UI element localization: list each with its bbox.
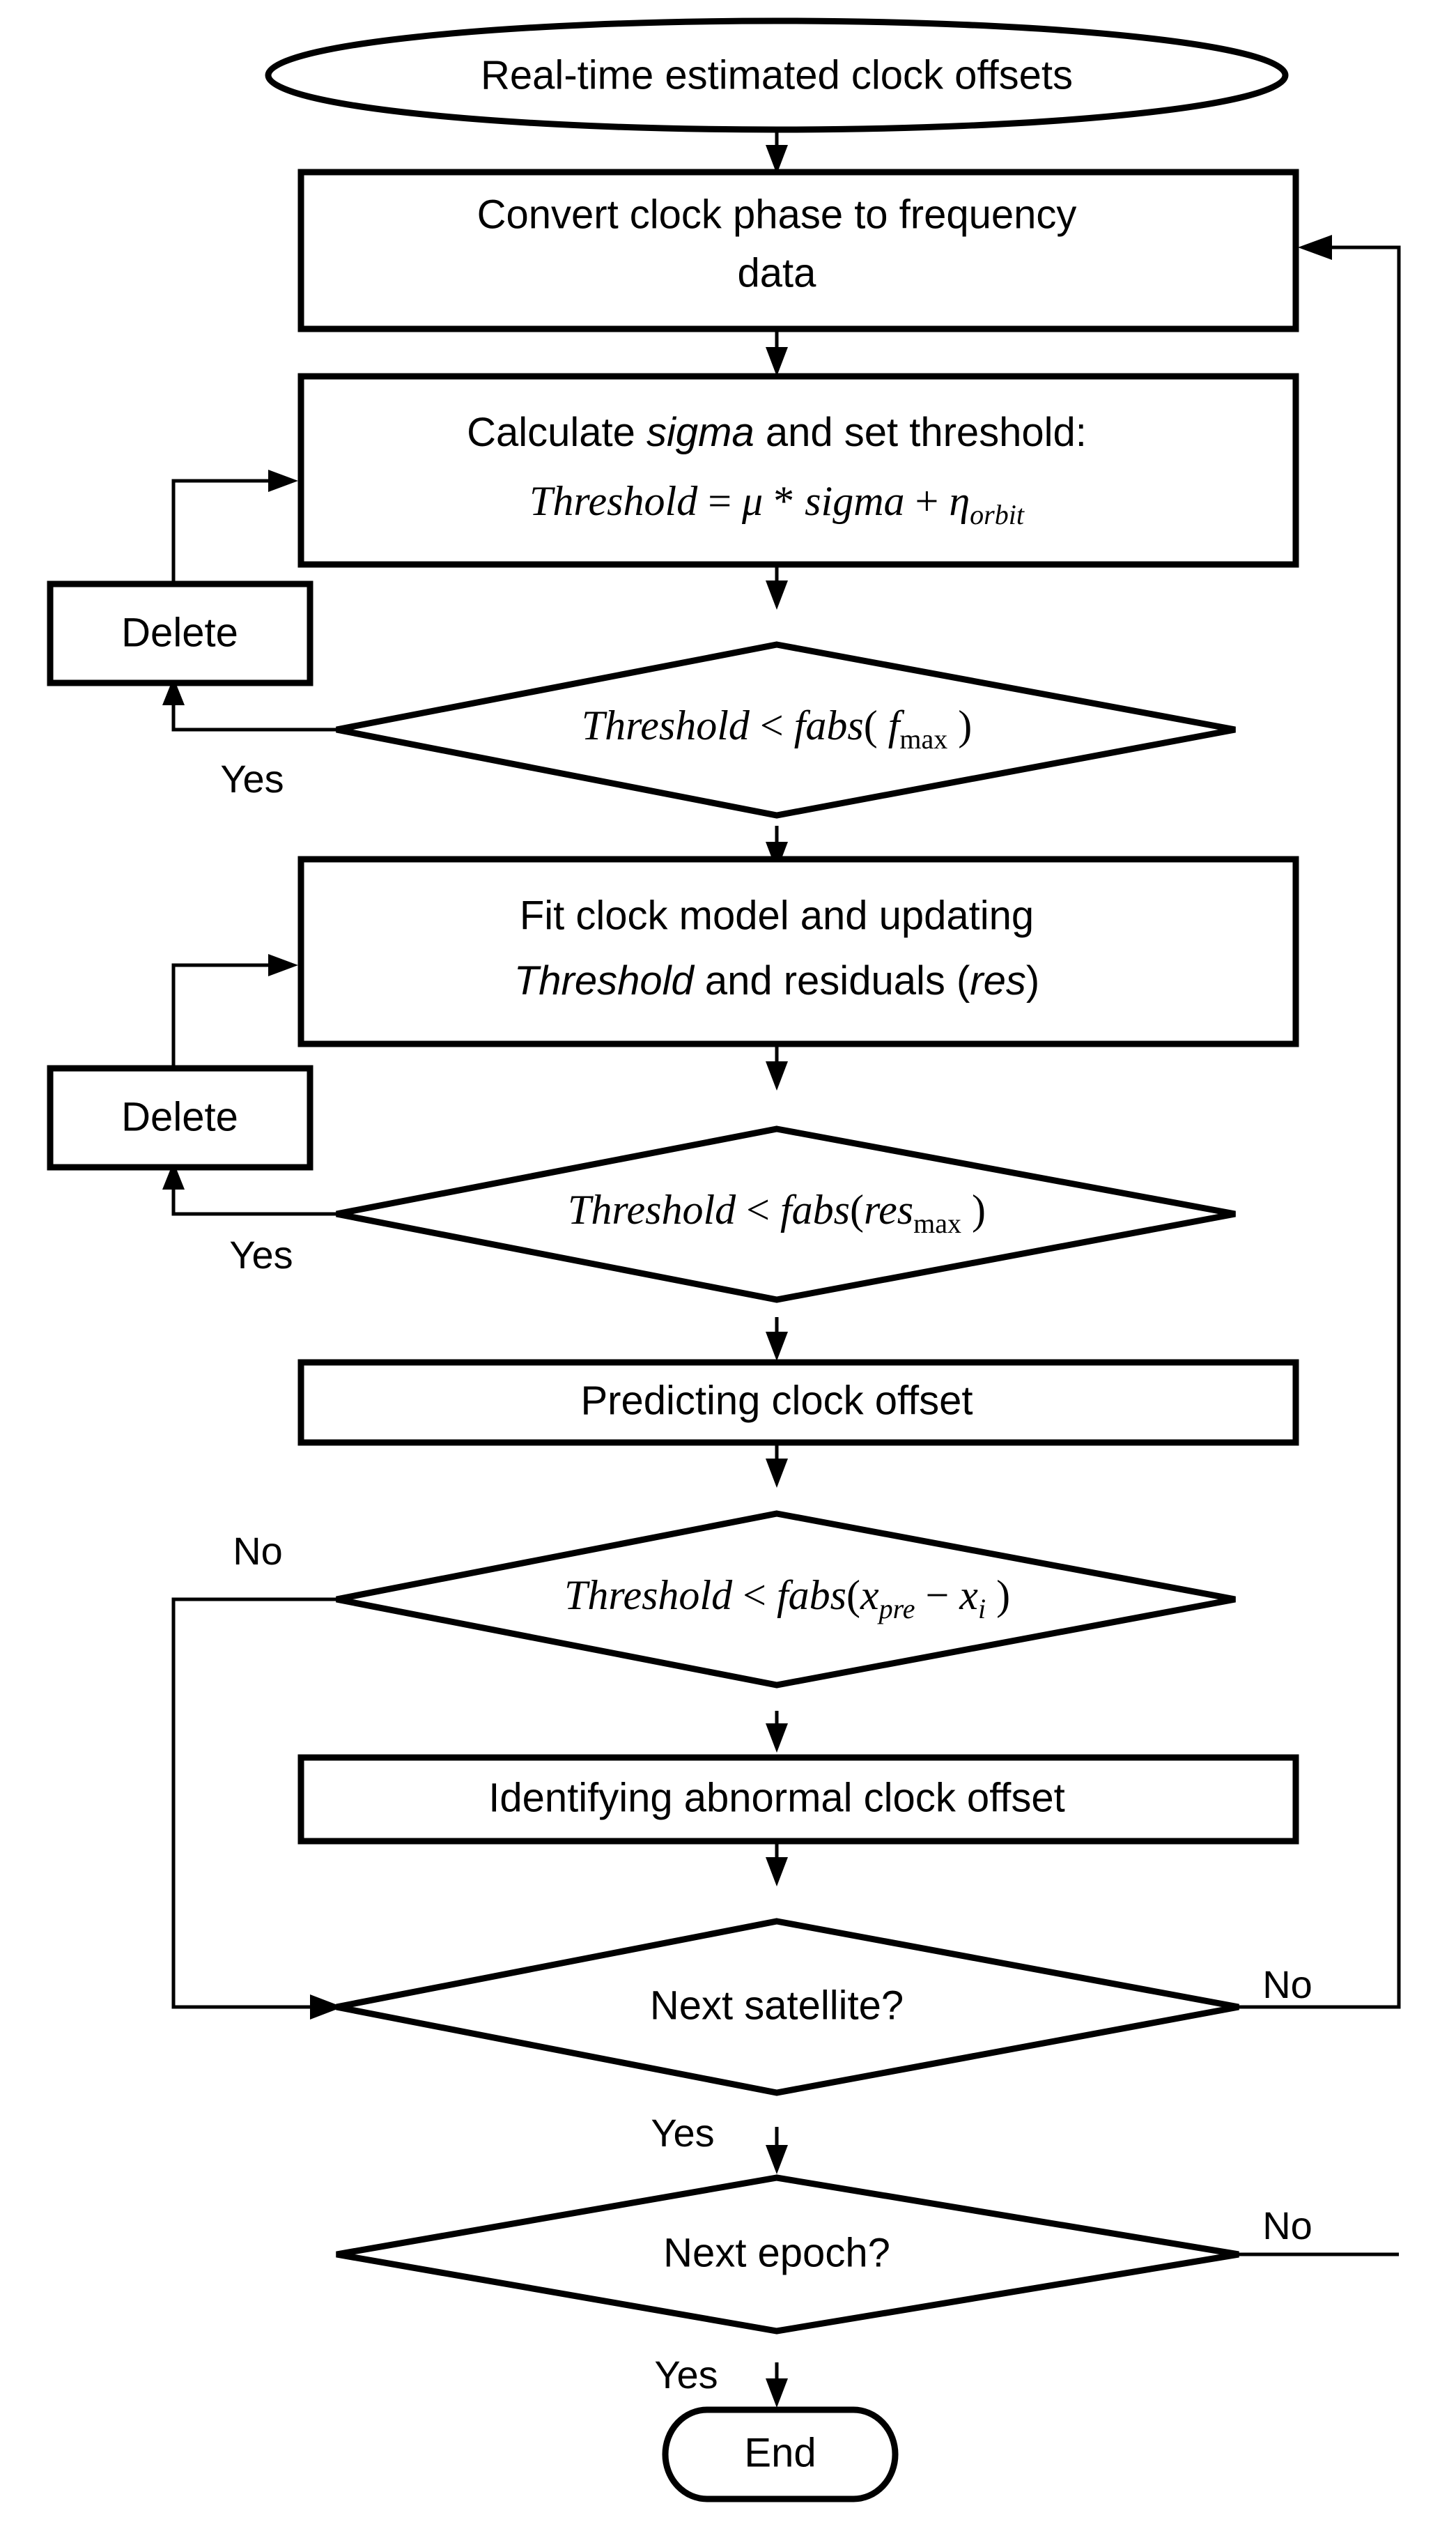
node-delete-1-label: Delete bbox=[121, 610, 238, 655]
edge-next-satellite-no-to-convert bbox=[1239, 235, 1401, 2009]
node-fit-line2-c: res bbox=[970, 958, 1026, 1003]
node-convert-clock-phase[interactable]: Convert clock phase to frequency data bbox=[297, 169, 1299, 332]
dec-xpre-op: < bbox=[732, 1572, 777, 1618]
node-start[interactable]: Real-time estimated clock offsets bbox=[265, 17, 1289, 133]
edge-decision-xpre-to-identify bbox=[766, 1711, 788, 1753]
dec-xpre-close: ) bbox=[986, 1572, 1010, 1618]
dec-xpre-sub2: i bbox=[978, 1593, 986, 1624]
edge-decision-xpre-no-to-next-satellite bbox=[171, 1597, 343, 2020]
branch-label-no-next-satellite: No bbox=[1262, 1962, 1312, 2006]
node-delete-1[interactable]: Delete bbox=[47, 580, 313, 686]
dec-fmax-open: ( bbox=[864, 702, 888, 748]
edge-calculate-to-decision-fmax bbox=[766, 564, 788, 610]
dec-resmax-op: < bbox=[736, 1187, 780, 1233]
dec-fmax-fn: fabs bbox=[794, 702, 864, 748]
branch-label-yes-resmax: Yes bbox=[229, 1233, 293, 1277]
node-next-satellite-label: Next satellite? bbox=[650, 1983, 904, 2028]
formula-mu: μ bbox=[741, 478, 763, 524]
dec-xpre-minus: − bbox=[915, 1572, 959, 1618]
edge-next-satellite-yes-to-next-epoch bbox=[766, 2127, 788, 2174]
edge-convert-to-calculate bbox=[766, 329, 788, 376]
node-fit-line1: Fit clock model and updating bbox=[520, 893, 1034, 938]
branch-label-yes-next-satellite: Yes bbox=[651, 2111, 714, 2155]
dec-resmax-fn: fabs bbox=[780, 1187, 850, 1233]
branch-label-no-next-epoch: No bbox=[1262, 2204, 1312, 2247]
dec-xpre-var1: x bbox=[860, 1572, 879, 1618]
node-fit-line2-d: ) bbox=[1026, 958, 1039, 1003]
dec-resmax-lhs: Threshold bbox=[568, 1187, 736, 1233]
node-decision-fabs-resmax[interactable]: Threshold < fabs(resmax ) Yes bbox=[229, 1125, 1236, 1303]
node-decision-fmax-text: Threshold < fabs( fmax ) bbox=[582, 702, 973, 755]
dec-xpre-fn: fabs bbox=[777, 1572, 846, 1618]
node-decision-resmax-text: Threshold < fabs(resmax ) bbox=[568, 1187, 986, 1239]
node-calculate-line1-c: and set threshold: bbox=[754, 410, 1087, 455]
edge-predict-to-decision-xpre bbox=[766, 1443, 788, 1488]
dec-fmax-sub: max bbox=[899, 723, 947, 755]
node-decision-fabs-xpre[interactable]: Threshold < fabs(xpre − xi ) No bbox=[233, 1510, 1236, 1689]
node-fit-clock-model[interactable]: Fit clock model and updating Threshold a… bbox=[297, 856, 1299, 1047]
edge-next-epoch-yes-to-end bbox=[766, 2362, 788, 2408]
edge-fit-to-decision-resmax bbox=[766, 1044, 788, 1091]
dec-xpre-open: ( bbox=[846, 1572, 860, 1618]
node-identifying-abnormal-clock-offset[interactable]: Identifying abnormal clock offset bbox=[297, 1754, 1299, 1845]
formula-eta: η bbox=[949, 478, 970, 524]
edge-decision-resmax-yes-to-delete2 bbox=[162, 1162, 336, 1216]
branch-label-yes-next-epoch: Yes bbox=[654, 2353, 718, 2397]
dec-xpre-var2: x bbox=[959, 1572, 978, 1618]
dec-resmax-var: res bbox=[864, 1187, 913, 1233]
formula-lhs: Threshold bbox=[529, 478, 698, 524]
formula-plus: + bbox=[905, 478, 950, 524]
formula-eq: = bbox=[697, 478, 742, 524]
node-convert-line2: data bbox=[738, 250, 817, 295]
node-delete-2[interactable]: Delete bbox=[47, 1065, 313, 1171]
node-decision-next-epoch[interactable]: Next epoch? No Yes bbox=[336, 2174, 1312, 2397]
formula-sigma: sigma bbox=[805, 478, 904, 524]
edge-decision-fmax-yes-to-delete1 bbox=[162, 677, 336, 732]
dec-fmax-close: ) bbox=[947, 702, 972, 748]
dec-resmax-sub: max bbox=[913, 1208, 961, 1239]
edge-decision-resmax-to-predict bbox=[766, 1317, 788, 1361]
node-calculate-line1-b: sigma bbox=[646, 410, 754, 455]
edge-delete2-to-fit bbox=[171, 954, 298, 1068]
node-end[interactable]: End bbox=[662, 2406, 899, 2502]
node-start-label: Real-time estimated clock offsets bbox=[481, 52, 1073, 98]
node-decision-xpre-text: Threshold < fabs(xpre − xi ) bbox=[564, 1572, 1010, 1624]
edge-delete1-to-calculate bbox=[171, 470, 298, 584]
dec-resmax-open: ( bbox=[850, 1187, 864, 1233]
node-predicting-clock-offset[interactable]: Predicting clock offset bbox=[297, 1359, 1299, 1446]
edge-identify-to-next-satellite bbox=[766, 1841, 788, 1886]
node-identify-label: Identifying abnormal clock offset bbox=[488, 1775, 1065, 1820]
dec-xpre-sub1: pre bbox=[877, 1593, 915, 1624]
node-next-epoch-label: Next epoch? bbox=[663, 2230, 890, 2275]
node-calculate-formula: Threshold = μ * sigma + ηorbit bbox=[529, 478, 1025, 530]
node-delete-2-label: Delete bbox=[121, 1094, 238, 1139]
formula-eta-sub: orbit bbox=[970, 499, 1025, 530]
node-fit-line2: Threshold and residuals (res) bbox=[514, 958, 1039, 1003]
node-fit-line2-a: Threshold bbox=[514, 958, 695, 1003]
dec-fmax-lhs: Threshold bbox=[582, 702, 750, 748]
node-calculate-line1: Calculate sigma and set threshold: bbox=[467, 410, 1087, 455]
node-calculate-sigma[interactable]: Calculate sigma and set threshold: Thres… bbox=[297, 373, 1299, 568]
node-predict-label: Predicting clock offset bbox=[580, 1378, 973, 1423]
node-fit-line2-b: and residuals ( bbox=[694, 958, 970, 1003]
dec-resmax-close: ) bbox=[961, 1187, 986, 1233]
dec-fmax-op: < bbox=[750, 702, 794, 748]
node-decision-fabs-fmax[interactable]: Threshold < fabs( fmax ) Yes bbox=[220, 641, 1236, 819]
node-calculate-line1-a: Calculate bbox=[467, 410, 646, 455]
dec-xpre-lhs: Threshold bbox=[564, 1572, 733, 1618]
node-convert-line1: Convert clock phase to frequency bbox=[477, 192, 1077, 237]
node-end-label: End bbox=[744, 2430, 816, 2475]
node-decision-next-satellite[interactable]: Next satellite? No Yes bbox=[336, 1918, 1312, 2155]
branch-label-no-xpre: No bbox=[233, 1529, 283, 1573]
formula-star: * bbox=[763, 478, 805, 524]
branch-label-yes-fmax: Yes bbox=[220, 757, 284, 801]
